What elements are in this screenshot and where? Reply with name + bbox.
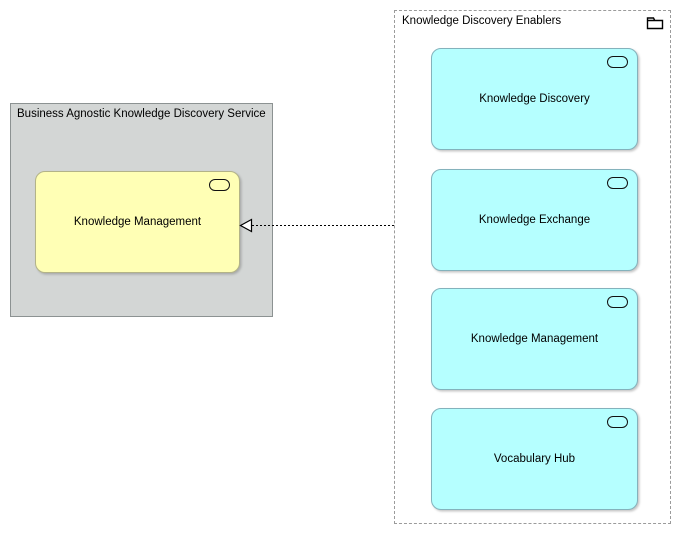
element-label: Vocabulary Hub <box>493 453 576 465</box>
realization-arrowhead-icon <box>239 218 253 233</box>
application-service-oval-icon <box>607 56 628 68</box>
element-label: Knowledge Exchange <box>478 214 591 226</box>
service-container-title: Business Agnostic Knowledge Discovery Se… <box>17 108 266 120</box>
element-knowledge-exchange[interactable]: Knowledge Exchange <box>431 169 638 271</box>
group-knowledge-discovery-enablers[interactable]: Knowledge Discovery Enablers Knowledge D… <box>394 10 671 524</box>
element-knowledge-management-enabler[interactable]: Knowledge Management <box>431 288 638 390</box>
application-service-oval-icon <box>607 296 628 308</box>
element-label: Knowledge Management <box>73 216 202 228</box>
folder-icon <box>646 17 664 30</box>
realization-relationship-line[interactable] <box>252 225 394 226</box>
element-vocabulary-hub[interactable]: Vocabulary Hub <box>431 408 638 510</box>
element-label: Knowledge Discovery <box>479 93 590 105</box>
element-label: Knowledge Management <box>470 333 599 345</box>
group-title: Knowledge Discovery Enablers <box>402 15 562 27</box>
element-knowledge-management-service[interactable]: Knowledge Management <box>35 171 240 273</box>
application-service-oval-icon <box>607 177 628 189</box>
application-service-oval-icon <box>607 416 628 428</box>
element-knowledge-discovery[interactable]: Knowledge Discovery <box>431 48 638 150</box>
application-service-oval-icon <box>209 179 230 191</box>
